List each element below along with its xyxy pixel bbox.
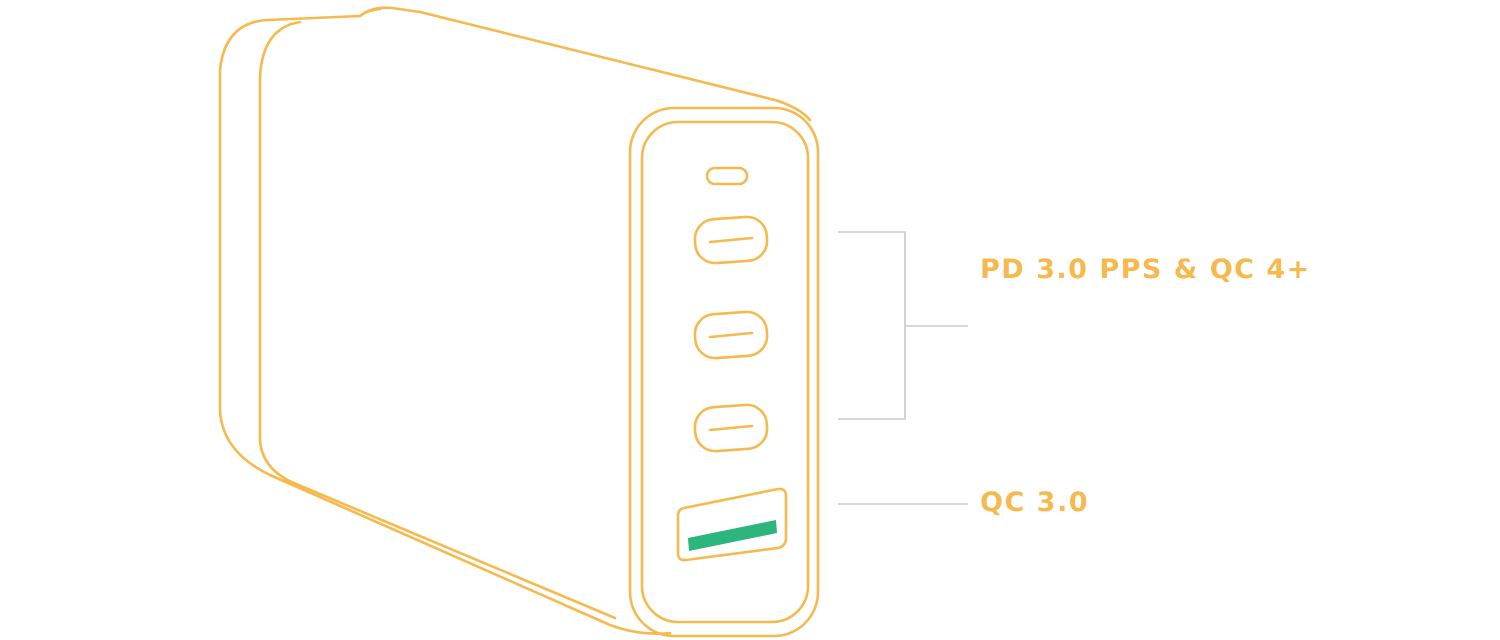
usb-a-port-icon [676, 487, 788, 562]
usb-c-tongue [708, 331, 754, 339]
top-tab [358, 7, 382, 18]
bottom-edge [268, 473, 672, 635]
usb-c-tongue [708, 236, 754, 244]
usb-c-port-1 [693, 215, 769, 265]
usb-c-group-label: PD 3.0 PPS & QC 4+ [980, 254, 1311, 285]
usb-c-tongue [708, 424, 754, 432]
usb-c-port-icon [693, 310, 769, 360]
usb-c-port-2 [693, 310, 769, 360]
front-face [628, 106, 820, 638]
usb-a-tongue [688, 520, 777, 551]
bottom-edge-inner [294, 482, 617, 620]
usb-a-label: QC 3.0 [980, 487, 1089, 518]
charger-body [218, 6, 812, 635]
led-indicator-icon [705, 166, 749, 186]
top-edge [266, 6, 812, 122]
usb-a-port [676, 487, 788, 562]
front-face-inner [640, 120, 810, 624]
usb-c-port-icon [693, 215, 769, 265]
back-edge [258, 20, 302, 486]
usb-c-port-icon [693, 403, 769, 453]
back-plate [218, 18, 302, 490]
front-face-outer [628, 106, 820, 638]
usb-c-port-3 [693, 403, 769, 453]
leader-usb-c-group [838, 231, 968, 420]
